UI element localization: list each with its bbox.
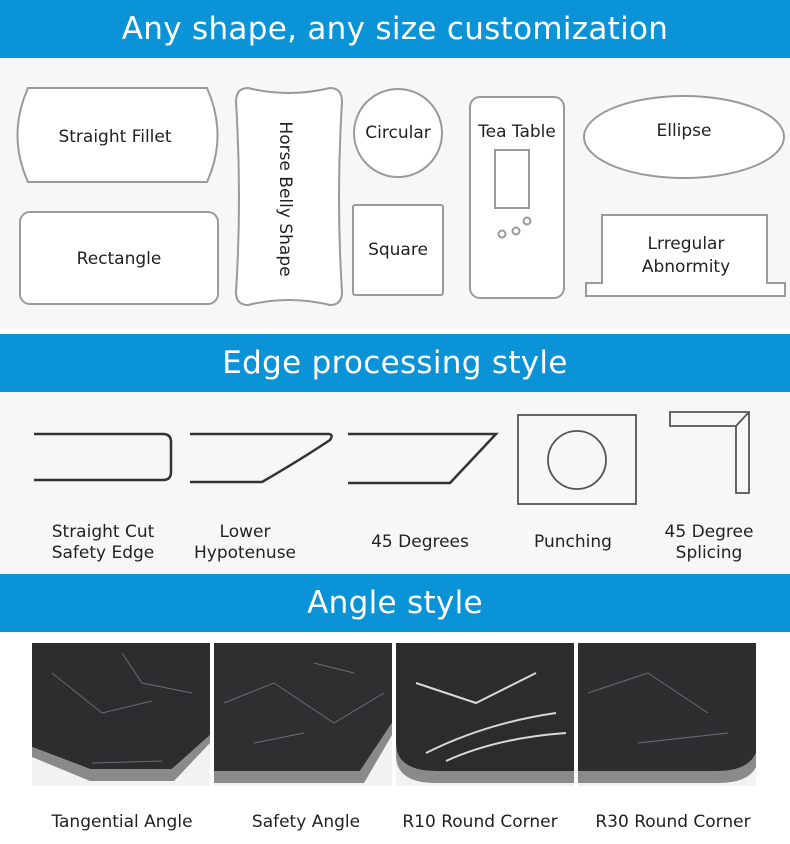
irregular-label-line1: Lrregular xyxy=(647,234,725,254)
tea-table-label: Tea Table xyxy=(478,122,556,142)
irregular-label-line2: Abnormity xyxy=(641,257,731,277)
45-degree-splicing-drawing xyxy=(669,411,750,494)
edge-section-title: Edge processing style xyxy=(0,334,790,392)
circular-shape xyxy=(353,88,443,178)
tangential-angle-label: Tangential Angle xyxy=(51,812,193,832)
punching-hole xyxy=(547,430,607,490)
r30-round-corner-label: R30 Round Corner xyxy=(595,812,751,832)
rectangle-shape xyxy=(19,211,219,305)
ellipse-label: Ellipse xyxy=(656,121,712,141)
straight-cut-label-line1: Straight Cut xyxy=(51,522,155,542)
punching-drawing xyxy=(517,414,637,505)
straight-fillet-shape xyxy=(16,87,219,183)
r30-round-corner-photo xyxy=(578,643,756,786)
tea-table-shape xyxy=(469,96,565,299)
angle-section-title: Angle style xyxy=(0,574,790,632)
r10-round-corner-photo xyxy=(396,643,574,786)
safety-angle-photo xyxy=(214,643,392,786)
tea-table-dot xyxy=(497,229,507,239)
straight-cut-edge-drawing xyxy=(34,432,173,482)
lower-hypotenuse-drawing xyxy=(190,432,333,484)
tea-table-inner-rect xyxy=(494,149,530,209)
tea-table-dot xyxy=(511,226,521,236)
irregular-shape xyxy=(585,214,786,297)
45-degrees-drawing xyxy=(348,432,499,485)
r10-round-corner-label: R10 Round Corner xyxy=(402,812,558,832)
tea-table-dot xyxy=(522,216,532,226)
straight-cut-label-line2: Safety Edge xyxy=(51,543,155,563)
rectangle-label: Rectangle xyxy=(76,249,162,269)
straight-fillet-label: Straight Fillet xyxy=(58,127,172,147)
45-degree-splicing-label-line2: Splicing xyxy=(675,543,743,563)
square-shape xyxy=(352,204,444,296)
square-label: Square xyxy=(368,240,428,260)
45-degrees-label: 45 Degrees xyxy=(371,532,469,552)
horse-belly-label: Horse Belly Shape xyxy=(275,121,295,277)
45-degree-splicing-label-line1: 45 Degree xyxy=(664,522,754,542)
lower-hypotenuse-label-line2: Hypotenuse xyxy=(193,543,297,563)
ellipse-shape xyxy=(583,95,785,179)
tangential-angle-photo xyxy=(32,643,210,786)
horse-belly-shape xyxy=(234,86,344,307)
shapes-section-title: Any shape, any size customization xyxy=(0,0,790,58)
safety-angle-label: Safety Angle xyxy=(251,812,361,832)
circular-label: Circular xyxy=(365,123,431,143)
lower-hypotenuse-label-line1: Lower xyxy=(219,522,271,542)
punching-label: Punching xyxy=(534,532,612,552)
